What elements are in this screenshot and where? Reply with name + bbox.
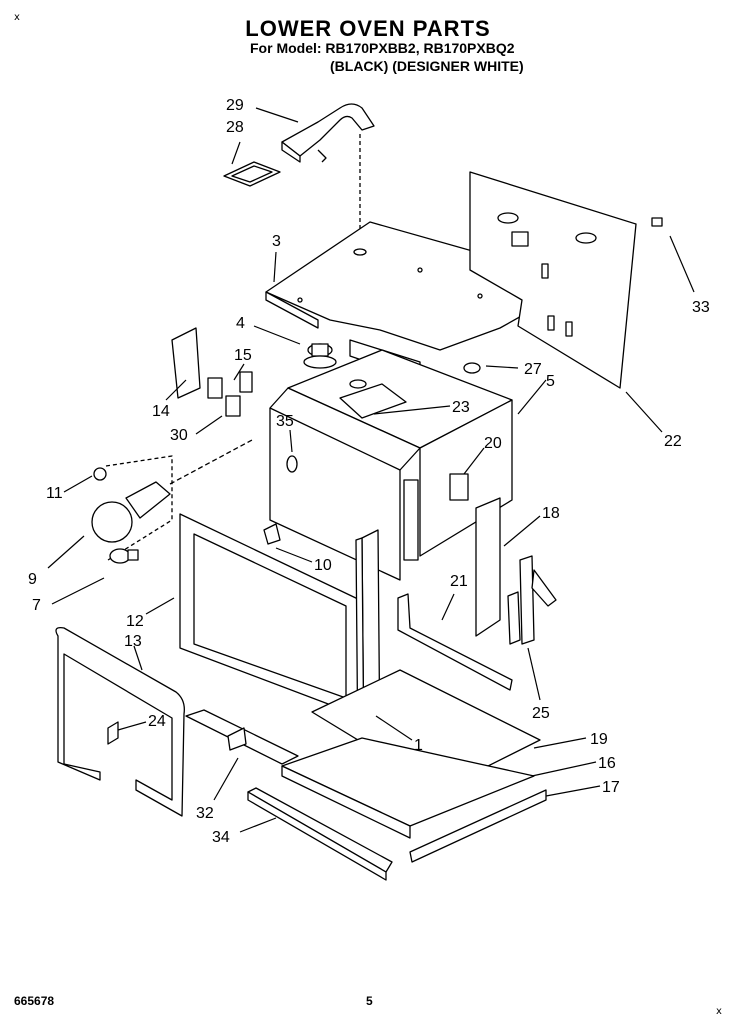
part-27-plug <box>463 362 481 374</box>
part-24-clip <box>107 721 119 745</box>
callout-30: 30 <box>170 427 188 444</box>
corner-mark-bottom-right: x <box>716 1006 722 1017</box>
callout-24: 24 <box>148 713 166 730</box>
callout-23: 23 <box>452 399 470 416</box>
callout-17: 17 <box>602 779 620 796</box>
callout-21: 21 <box>450 573 468 590</box>
callout-3: 3 <box>272 233 281 250</box>
part-28-gasket <box>223 161 281 187</box>
part-29-flue-duct <box>281 103 375 163</box>
callout-35: 35 <box>276 413 294 430</box>
callout-16: 16 <box>598 755 616 772</box>
callout-29: 29 <box>226 97 244 114</box>
callout-27: 27 <box>524 361 542 378</box>
document-number: 665678 <box>14 994 55 1008</box>
part-11-nut <box>93 467 107 481</box>
part-15-switch <box>207 377 223 399</box>
part-9-lens <box>91 501 133 543</box>
part-12-front-frame <box>179 513 361 717</box>
callout-19: 19 <box>590 731 608 748</box>
part-4-sensor <box>303 343 337 369</box>
callout-25: 25 <box>532 705 550 722</box>
part-33-clip <box>651 217 663 227</box>
part-14-bracket <box>171 327 201 399</box>
callout-10: 10 <box>314 557 332 574</box>
part-17-bottom-trim <box>409 789 547 863</box>
callout-1: 1 <box>414 737 423 754</box>
callout-34: 34 <box>212 829 230 846</box>
callout-32: 32 <box>196 805 214 822</box>
callout-33: 33 <box>692 299 710 316</box>
part-5-oven-cavity <box>269 349 513 581</box>
callout-18: 18 <box>542 505 560 522</box>
part-21-rail <box>397 593 513 691</box>
callout-5: 5 <box>546 373 555 390</box>
color-line: (BLACK) (DESIGNER WHITE) <box>330 58 524 74</box>
part-22-back-panel <box>469 171 637 389</box>
callout-7: 7 <box>32 597 41 614</box>
model-line: For Model: RB170PXBB2, RB170PXBQ2 <box>250 40 515 56</box>
callout-11: 11 <box>46 485 63 502</box>
part-35-plug <box>286 455 298 473</box>
callout-13: 13 <box>124 633 142 650</box>
part-18-side-bracket <box>475 497 501 637</box>
part-30-switch <box>225 395 241 417</box>
callout-14: 14 <box>152 403 170 420</box>
callout-28: 28 <box>226 119 244 136</box>
part-13-door-gasket <box>55 627 185 817</box>
callout-22: 22 <box>664 433 682 450</box>
page-title: LOWER OVEN PARTS <box>245 16 491 41</box>
part-10-clip <box>263 523 281 545</box>
callout-labels: 29 28 3 33 4 15 14 27 5 23 30 35 20 22 1… <box>28 97 710 846</box>
callout-4: 4 <box>236 315 245 332</box>
page-number: 5 <box>366 994 373 1008</box>
part-7-bulb <box>109 548 139 564</box>
callout-9: 9 <box>28 571 37 588</box>
corner-mark-top-left: x <box>14 12 20 23</box>
callout-20: 20 <box>484 435 502 452</box>
part-34-vent-grille <box>247 787 393 881</box>
callout-15: 15 <box>234 347 252 364</box>
part-25-hinge <box>507 555 557 645</box>
callout-12: 12 <box>126 613 144 630</box>
